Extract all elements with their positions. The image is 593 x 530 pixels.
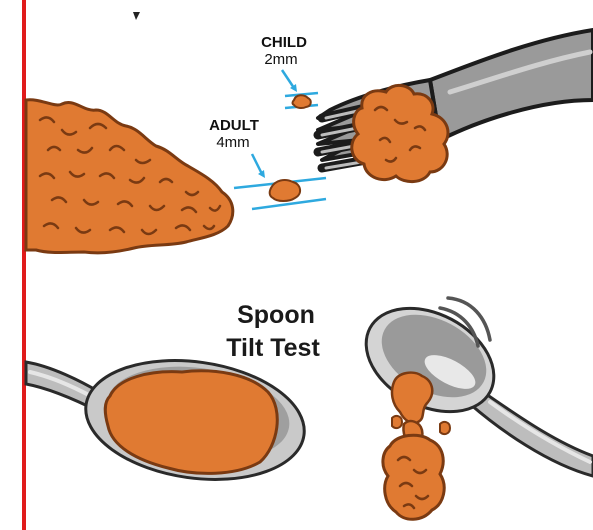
spoon-test-title-line2: Tilt Test xyxy=(226,334,320,362)
child-size-guide xyxy=(285,93,318,108)
spoon-icon-right xyxy=(348,287,593,476)
adult-arrow-icon xyxy=(252,154,265,178)
spoon-test-title-line1: Spoon xyxy=(237,301,315,329)
top-mark xyxy=(133,12,140,20)
left-red-border xyxy=(22,0,26,530)
adult-size-label: 4mm xyxy=(216,134,249,151)
adult-size-guide xyxy=(234,178,326,209)
child-label: CHILD xyxy=(261,34,307,51)
child-arrow-icon xyxy=(282,70,297,92)
adult-label: ADULT xyxy=(209,117,259,134)
food-pile-icon xyxy=(26,100,233,253)
child-size-label: 2mm xyxy=(264,51,297,68)
